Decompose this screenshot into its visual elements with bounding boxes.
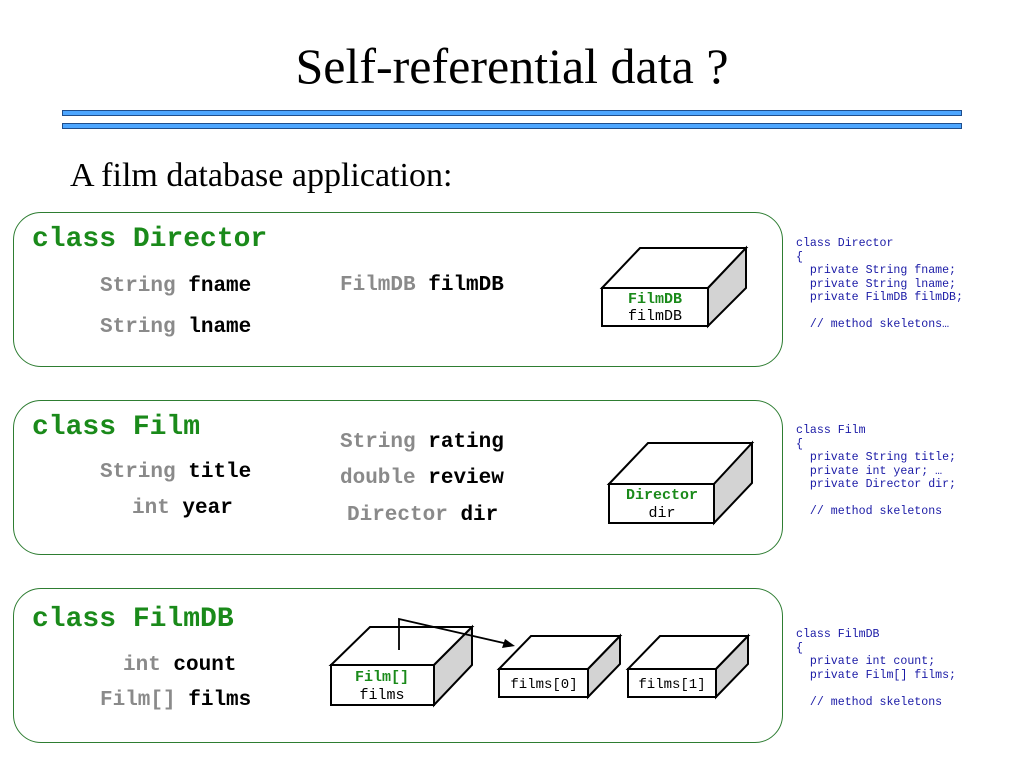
field-type: int	[123, 654, 161, 677]
films-reference-arrow	[398, 617, 515, 650]
field-type: double	[340, 467, 416, 490]
title-rule-top	[62, 110, 962, 116]
film-field-dir: Director dir	[347, 503, 498, 529]
box-front-face	[608, 483, 715, 524]
box-name-label: films	[359, 687, 404, 704]
filmdb-field-films: Film[] films	[100, 688, 251, 714]
filmdb-class-title: class FilmDB	[32, 604, 234, 635]
field-type: String	[340, 431, 416, 454]
field-name: filmDB	[428, 274, 504, 297]
arrow-line	[398, 617, 509, 650]
field-name: rating	[428, 431, 504, 454]
array-cell-films-1: films[1]	[625, 633, 751, 700]
field-type: int	[132, 497, 170, 520]
box-front-face	[330, 664, 435, 706]
film-field-review: double review	[340, 466, 504, 492]
filmdb-field-count: int count	[123, 653, 236, 679]
field-name: review	[428, 467, 504, 490]
director-field-fname: String fname	[100, 274, 251, 300]
director-field-filmdb: FilmDB filmDB	[340, 273, 504, 299]
field-name: lname	[188, 316, 252, 339]
field-type: FilmDB	[340, 274, 416, 297]
box-front-face	[498, 668, 589, 698]
director-field-lname: String lname	[100, 315, 251, 341]
film-code-snippet: class Film { private String title; priva…	[796, 424, 957, 518]
film-field-year: int year	[132, 496, 233, 522]
box-type-label: FilmDB	[628, 291, 682, 308]
director-class-title: class Director	[32, 224, 268, 255]
field-type: String	[100, 461, 176, 484]
field-name: films	[188, 689, 252, 712]
slide-subtitle: A film database application:	[70, 157, 453, 194]
filmdb-reference-box: FilmDB filmDB	[599, 245, 749, 329]
box-name-label: filmDB	[628, 308, 682, 325]
box-front-face	[627, 668, 717, 698]
field-type: String	[100, 316, 176, 339]
field-name: year	[182, 497, 233, 520]
director-reference-box: Director dir	[606, 440, 755, 526]
array-cell-label: films[0]	[510, 677, 577, 693]
field-type: String	[100, 275, 176, 298]
films-array-reference-box: Film[] films	[328, 624, 475, 708]
film-class-title: class Film	[32, 412, 201, 443]
director-class-panel	[13, 212, 783, 367]
box-type-label: Film[]	[355, 669, 409, 686]
field-name: dir	[460, 504, 499, 527]
field-type: Film[]	[100, 689, 176, 712]
filmdb-code-snippet: class FilmDB { private int count; privat…	[796, 628, 957, 709]
slide-title: Self-referential data ?	[295, 38, 729, 94]
director-code-snippet: class Director { private String fname; p…	[796, 237, 963, 331]
film-class-panel	[13, 400, 783, 555]
arrow-head	[502, 639, 515, 648]
array-cell-films-0: films[0]	[496, 633, 623, 700]
field-name: count	[173, 654, 237, 677]
array-cell-label: films[1]	[638, 677, 705, 693]
field-name: fname	[188, 275, 252, 298]
film-field-title: String title	[100, 460, 251, 486]
filmdb-class-panel	[13, 588, 783, 743]
title-rule-bottom	[62, 123, 962, 129]
box-front-face	[601, 287, 709, 327]
field-type: Director	[347, 504, 448, 527]
box-name-label: dir	[648, 505, 675, 522]
film-field-rating: String rating	[340, 430, 504, 456]
field-name: title	[188, 461, 252, 484]
box-type-label: Director	[626, 487, 698, 504]
